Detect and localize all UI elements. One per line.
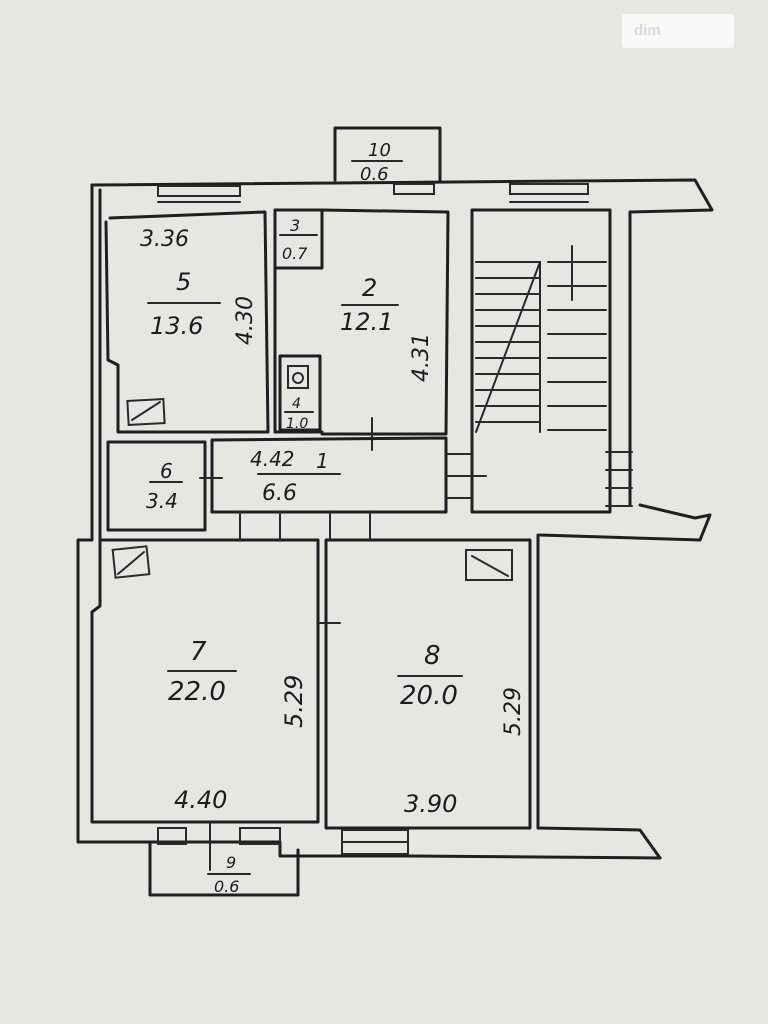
room-1-area: 6.6 bbox=[262, 481, 297, 506]
room-3-number: 3 bbox=[290, 216, 300, 235]
balcony-9 bbox=[148, 840, 300, 897]
door-ticks bbox=[239, 511, 371, 541]
room-6-number: 6 bbox=[160, 459, 173, 483]
room-5-width: 3.36 bbox=[140, 227, 189, 252]
outer-walls bbox=[76, 178, 714, 860]
room-7-number: 7 bbox=[190, 637, 207, 667]
room-8-height: 5.29 bbox=[501, 687, 526, 736]
room-5 bbox=[104, 210, 270, 434]
room-1-dim: 4.42 bbox=[250, 447, 295, 471]
balcony-10 bbox=[333, 126, 442, 182]
room-3 bbox=[273, 208, 324, 270]
room-1 bbox=[199, 436, 487, 514]
labels: 10 0.6 3.36 5 13.6 4.30 3 0.7 2 12.1 4.3… bbox=[140, 140, 526, 896]
fraction-bars bbox=[147, 160, 463, 875]
stair-treads-right bbox=[547, 261, 607, 431]
room-4-number: 4 bbox=[292, 396, 301, 412]
watermark-logo: dim bbox=[622, 14, 734, 48]
room-2-height: 4.31 bbox=[409, 333, 434, 382]
room-6 bbox=[106, 440, 207, 532]
room-9-number: 9 bbox=[226, 853, 236, 872]
room-8-number: 8 bbox=[424, 641, 441, 671]
room-6-area: 3.4 bbox=[146, 489, 178, 513]
room-2-area: 12.1 bbox=[340, 308, 393, 336]
room-9-area: 0.6 bbox=[214, 877, 239, 896]
windows bbox=[157, 183, 589, 871]
stairwell bbox=[470, 208, 633, 514]
room-4-area: 1.0 bbox=[286, 416, 308, 432]
stair-treads-left bbox=[475, 277, 541, 423]
room-7 bbox=[90, 538, 320, 824]
room-10-number: 10 bbox=[368, 140, 391, 161]
room-5-area: 13.6 bbox=[150, 312, 203, 340]
room-1-number: 1 bbox=[316, 449, 329, 473]
room-8-area: 20.0 bbox=[400, 681, 458, 711]
room-8 bbox=[317, 538, 532, 830]
watermark-text: dim bbox=[634, 22, 661, 39]
room-2-number: 2 bbox=[362, 274, 377, 302]
room-8-width: 3.90 bbox=[404, 790, 457, 818]
room-3-area: 0.7 bbox=[282, 244, 308, 263]
room-7-height: 5.29 bbox=[280, 675, 308, 728]
room-7-width: 4.40 bbox=[174, 786, 227, 814]
room-2 bbox=[273, 208, 450, 451]
room-5-height: 4.30 bbox=[233, 296, 258, 345]
room-5-number: 5 bbox=[176, 268, 191, 296]
room-10-area: 0.6 bbox=[360, 164, 389, 185]
room-7-area: 22.0 bbox=[168, 677, 226, 707]
room-4 bbox=[278, 354, 322, 432]
